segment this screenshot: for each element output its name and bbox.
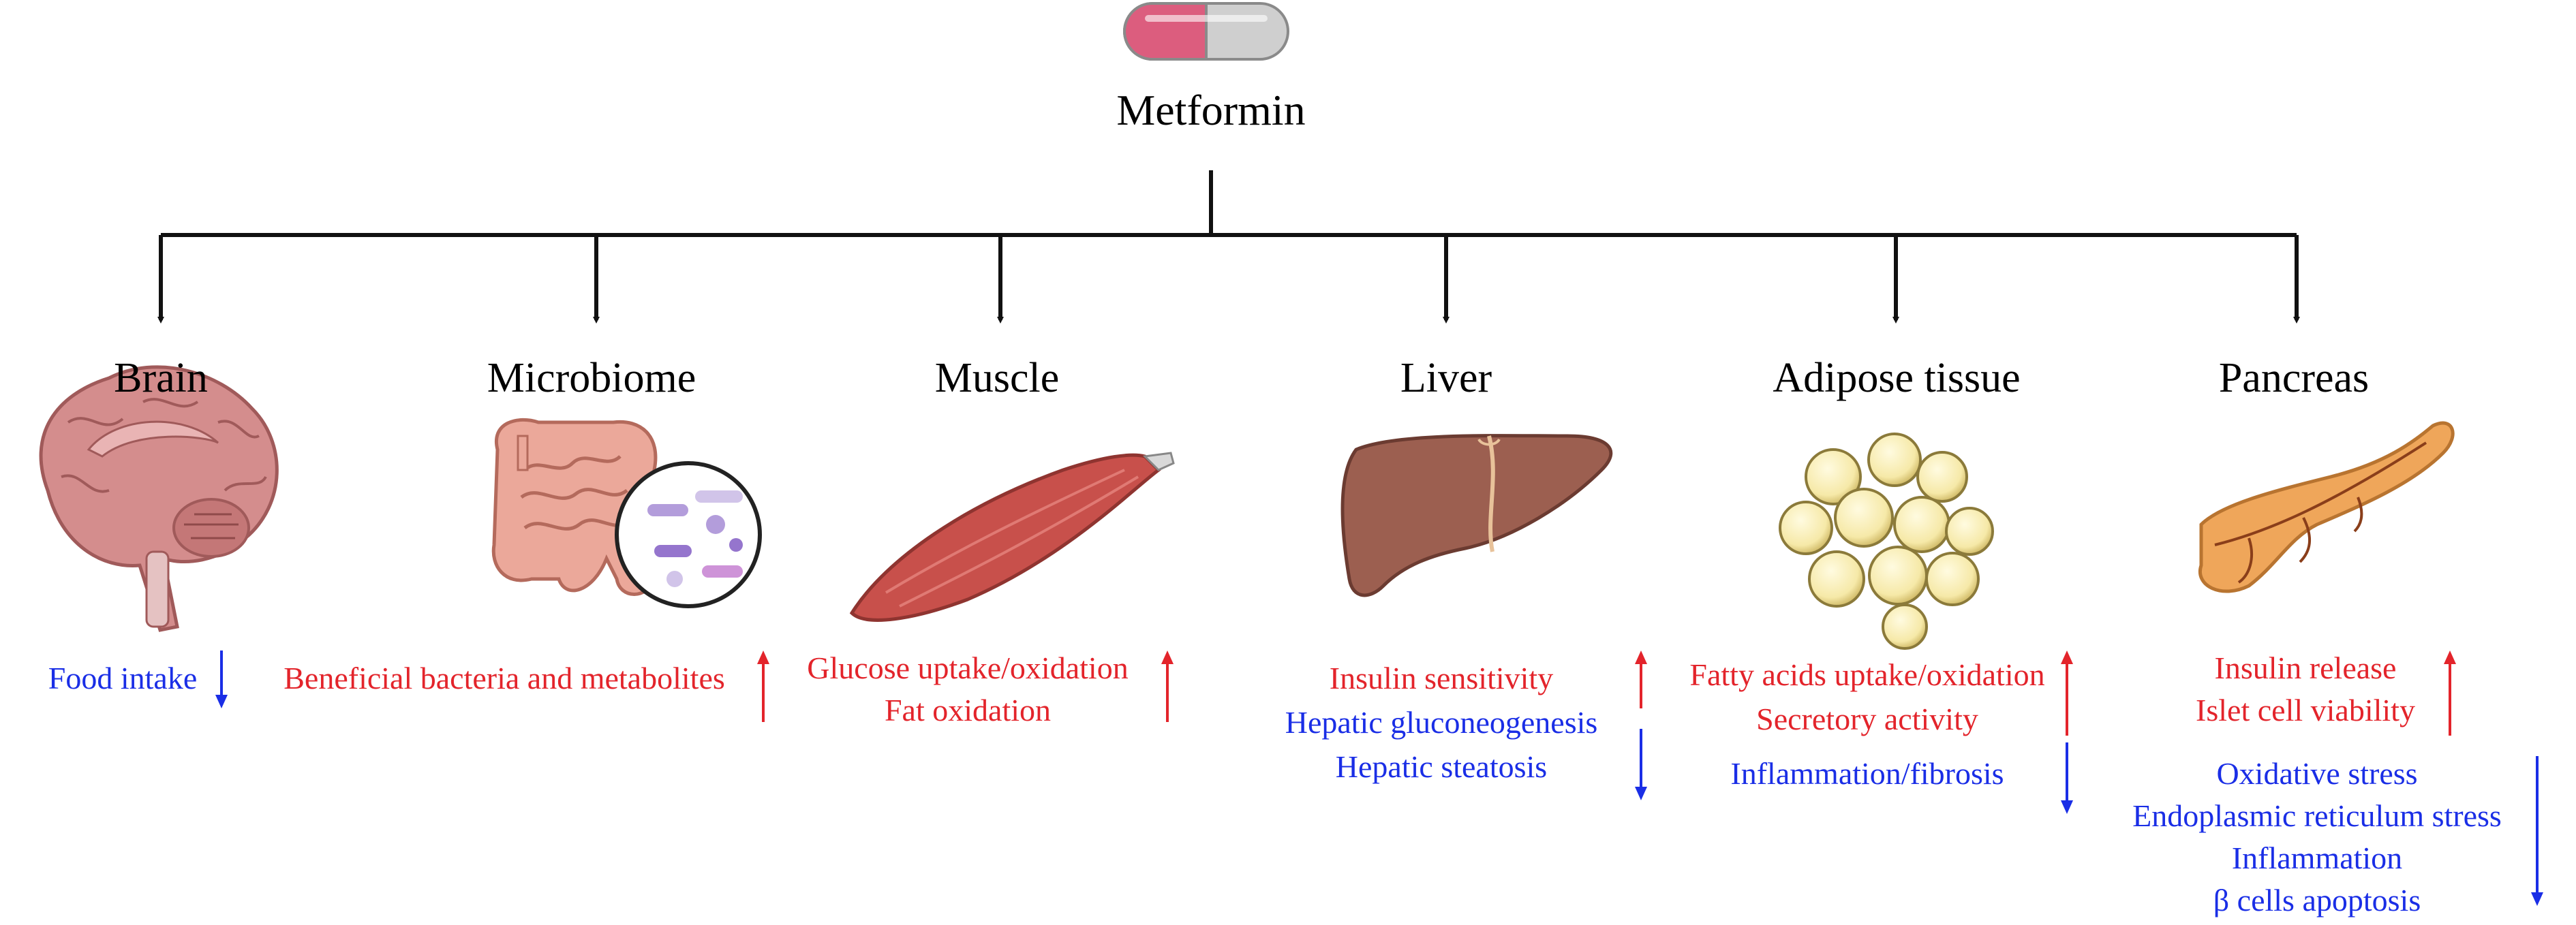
arrow-adipose-inflammation-head [2061,800,2073,814]
arrow-microbiome-bacteria-head [757,650,769,664]
arrow-brain-food-intake-head [215,695,228,708]
organ-title-pancreas: Pancreas [2218,355,2370,401]
effect-beta-cell-apoptosis: β cells apoptosis [2213,883,2421,918]
arrow-liver-gluconeo-steatosis-head [1635,787,1647,800]
arrow-adipose-fatty-secretory-head [2061,650,2073,664]
organ-title-microbiome: Microbiome [487,355,696,401]
effect-hepatic-gluconeogenesis: Hepatic gluconeogenesis [1285,705,1598,740]
effect-glucose-uptake: Glucose uptake/oxidation [807,650,1129,685]
brain-icon [39,365,279,632]
effect-islet-cell-viability: Islet cell viability [2196,693,2415,727]
pancreas-icon [2198,421,2455,593]
intestine-microbiome-icon [491,418,762,608]
arrow-pancreas-stress-apoptosis-head [2531,892,2543,906]
arrow-liver-insulin-head [1635,650,1647,664]
effect-secretory-activity: Secretory activity [1756,702,1978,736]
effect-oxidative-stress: Oxidative stress [2216,756,2418,791]
effect-inflammation: Inflammation [2231,841,2403,875]
effect-insulin-sensitivity: Insulin sensitivity [1329,661,1554,695]
organ-title-liver: Liver [1400,355,1492,401]
muscle-icon [849,452,1175,622]
adipocytes-icon [1779,433,1994,650]
effect-fat-oxidation: Fat oxidation [884,693,1052,727]
arrow-pancreas-insulin-islet-head [2444,650,2456,664]
drug-title: Metformin [1116,86,1306,134]
organ-title-muscle: Muscle [934,355,1060,401]
arrow-muscle-glucose-fat-head [1161,650,1174,664]
effect-fatty-acids: Fatty acids uptake/oxidation [1689,657,2045,692]
effect-hepatic-steatosis: Hepatic steatosis [1335,749,1548,784]
effect-inflammation-fibrosis: Inflammation/fibrosis [1730,756,2004,791]
effect-insulin-release: Insulin release [2214,650,2397,685]
liver-icon [1340,434,1613,597]
effect-food-intake: Food intake [48,661,198,695]
organ-title-brain: Brain [114,355,208,401]
organ-title-adipose: Adipose tissue [1773,355,2021,401]
effect-er-stress: Endoplasmic reticulum stress [2132,798,2502,833]
effect-beneficial-bacteria: Beneficial bacteria and metabolites [283,661,725,695]
connector-tree [157,170,2300,324]
pill-icon [1123,2,1289,61]
